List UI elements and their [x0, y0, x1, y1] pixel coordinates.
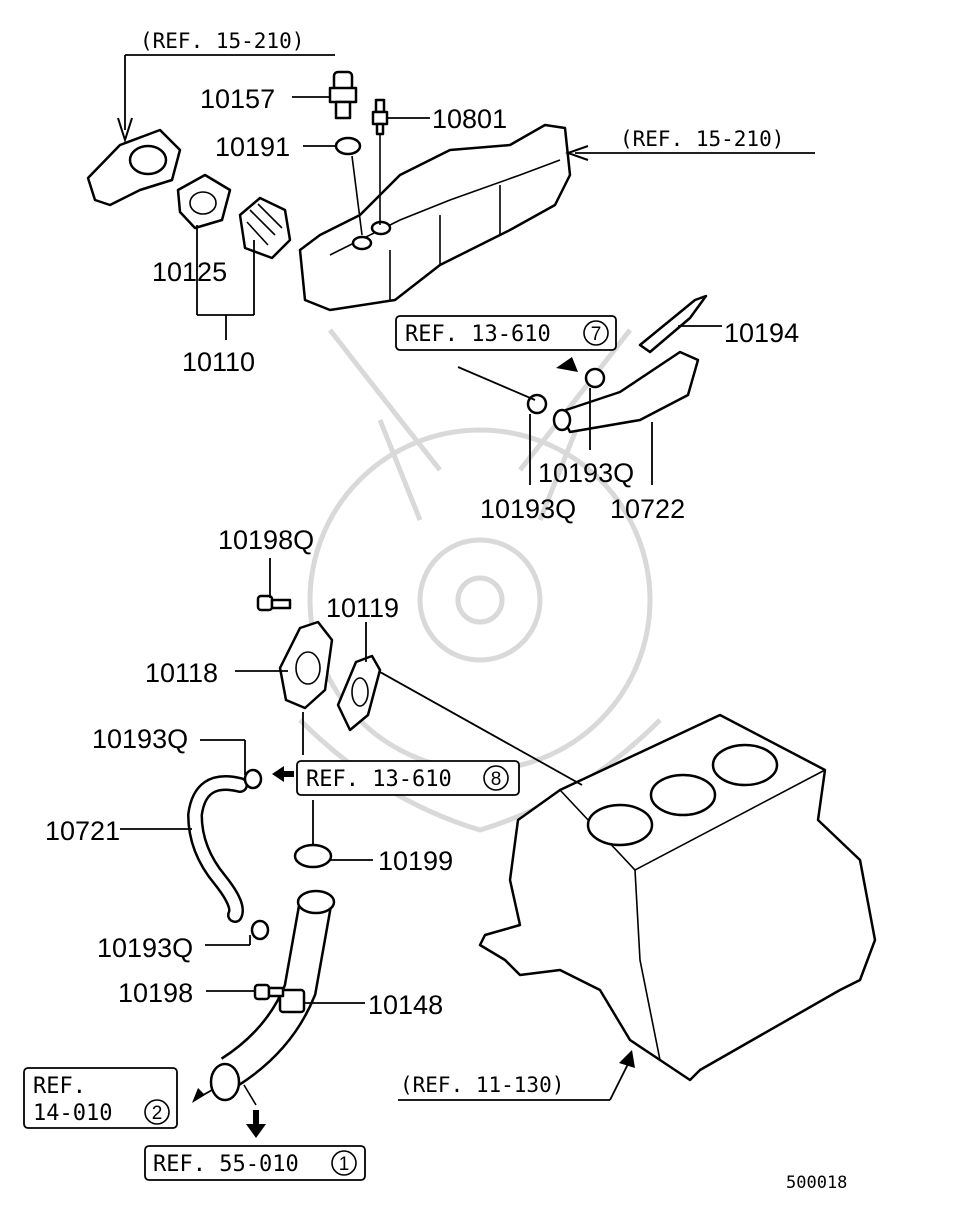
part-10199-label: 10199 — [378, 846, 453, 876]
part-10191-label: 10191 — [215, 132, 290, 162]
ref-13-610-8-box[interactable]: REF. 13-610 8 — [296, 760, 520, 796]
ref-13-610-7-number: 7 — [591, 324, 602, 345]
ref-13-610-8-label: REF. 13-610 — [306, 767, 452, 792]
part-10193q-label-d: 10193Q — [97, 933, 193, 963]
hose-clip-10193q-lower-b — [250, 919, 270, 941]
part-10119-label: 10119 — [326, 593, 399, 623]
part-10198q-label: 10198Q — [218, 525, 314, 555]
ref-13-610-7-box[interactable]: REF. 13-610 7 — [395, 315, 617, 351]
ref-55-010-label: REF. 55-010 — [153, 1152, 299, 1177]
ref-55-010-number: 1 — [339, 1154, 350, 1175]
leader-lines-top — [117, 54, 815, 485]
part-10110-label: 10110 — [182, 347, 255, 377]
ref-13-610-8-number: 8 — [491, 769, 502, 790]
water-inlet-fitting-10118 — [278, 620, 334, 710]
pipe-10148 — [209, 889, 336, 1102]
ref-55-010-1-box[interactable]: REF. 55-010 1 — [144, 1145, 366, 1181]
part-10194-label: 10194 — [724, 318, 799, 348]
ref-15-210-right-label[interactable]: (REF. 15-210) — [620, 127, 784, 151]
gasket-10119 — [336, 654, 382, 732]
diagram-code: 500018 — [786, 1173, 847, 1193]
bracket-10194 — [638, 294, 708, 354]
hose-10721 — [186, 775, 248, 923]
part-10193q-label-b: 10193Q — [480, 494, 576, 524]
sensor-10801 — [371, 98, 389, 225]
ref-15-210-top-label[interactable]: (REF. 15-210) — [140, 29, 304, 53]
bolt-10198q — [256, 594, 292, 612]
washer-10191 — [334, 136, 362, 156]
hose-clip-10193q-lower-a — [243, 768, 263, 790]
part-10198-label: 10198 — [118, 978, 193, 1008]
thermostat-10110 — [238, 196, 292, 260]
o-ring-10199 — [293, 843, 333, 869]
bolt-10198 — [253, 983, 285, 1001]
part-10722-label: 10722 — [610, 494, 685, 524]
ref-14-010-line1: REF. — [33, 1074, 86, 1099]
part-10193q-label-a: 10193Q — [538, 458, 634, 488]
ref-11-130-label[interactable]: (REF. 11-130) — [400, 1073, 564, 1097]
cylinder-block-illustration — [478, 713, 877, 1082]
sensor-10157 — [328, 70, 358, 120]
part-10157-label: 10157 — [200, 84, 275, 114]
ref-14-010-number: 2 — [152, 1103, 163, 1124]
leader-lines-bottom — [120, 558, 635, 1138]
part-10193q-label-c: 10193Q — [92, 724, 188, 754]
gasket-10125 — [176, 173, 232, 230]
part-10148-label: 10148 — [368, 990, 443, 1020]
pipe-10722 — [552, 350, 700, 434]
ref-14-010-line2: 14-010 — [33, 1101, 112, 1126]
ref-14-010-2-box[interactable]: REF. 14-010 2 — [23, 1067, 178, 1129]
part-10801-label: 10801 — [432, 104, 507, 134]
ref-13-610-7-label: REF. 13-610 — [405, 322, 551, 347]
part-10721-label: 10721 — [45, 816, 120, 846]
part-10118-label: 10118 — [145, 658, 218, 688]
water-outlet-fitting — [86, 128, 182, 207]
part-10125-label: 10125 — [152, 257, 227, 287]
